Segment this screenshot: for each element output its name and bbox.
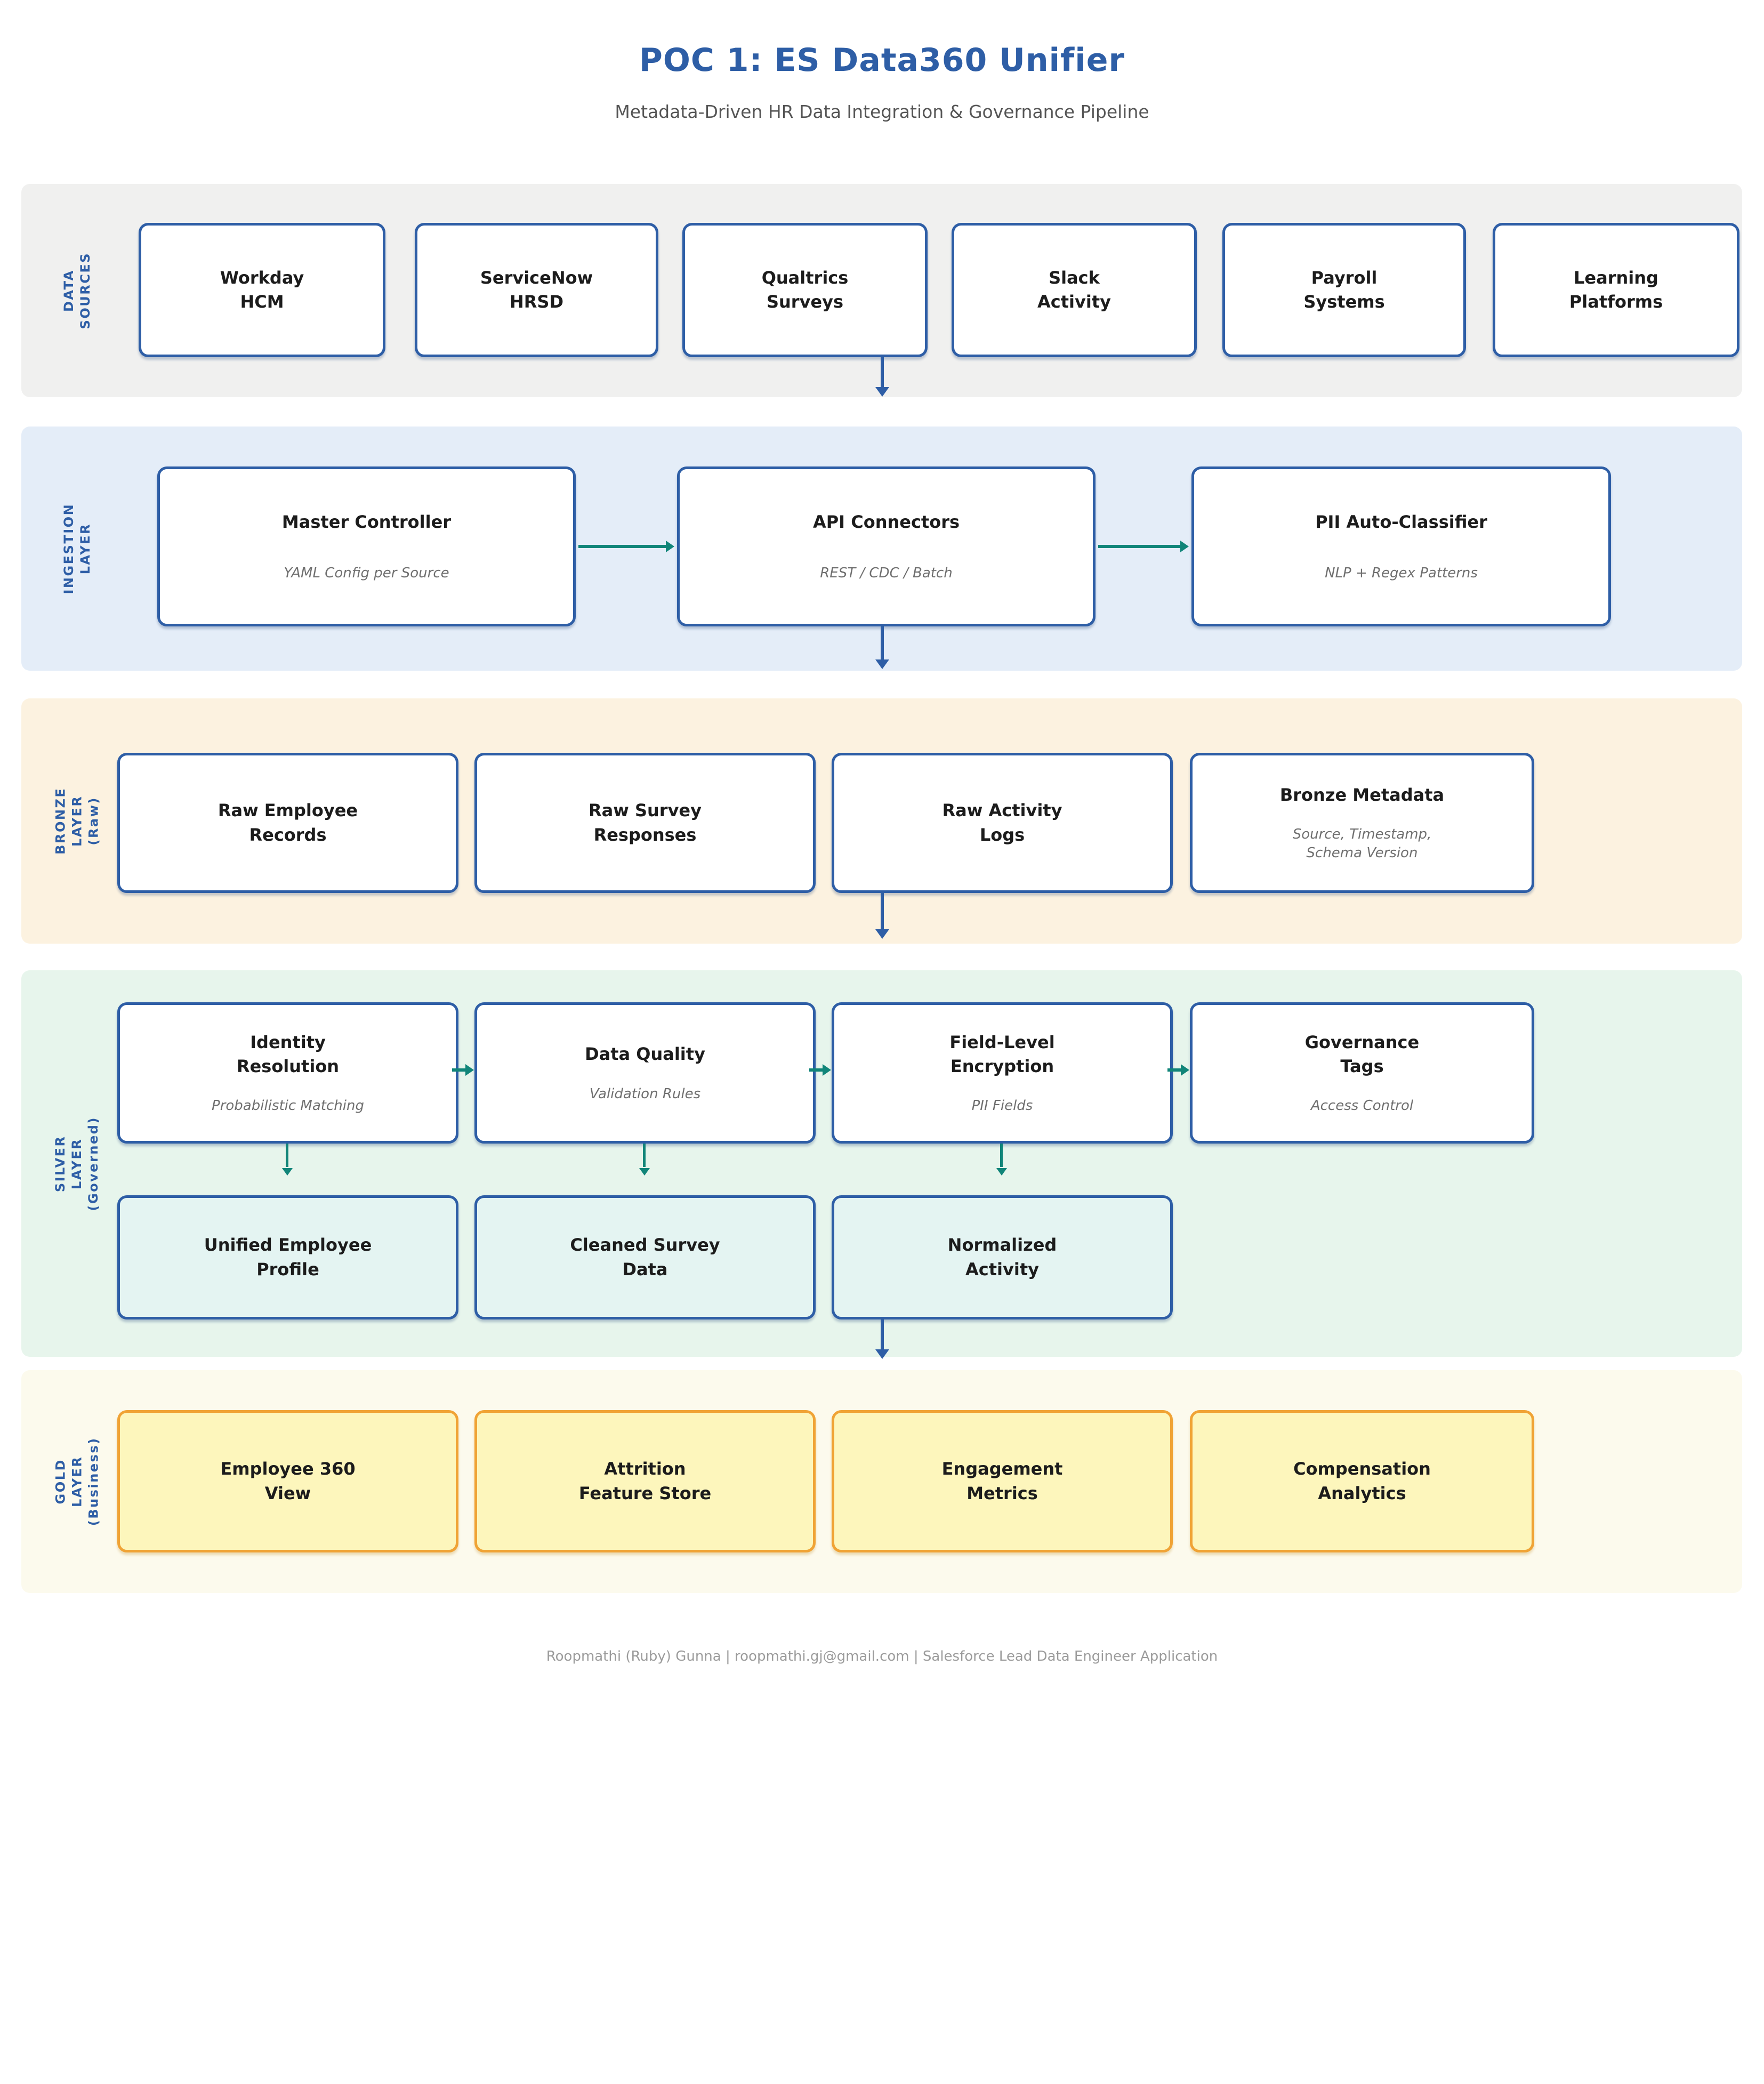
arrow-ingestion-to-bronze (881, 626, 884, 661)
page-title: POC 1: ES Data360 Unifier (639, 42, 1125, 79)
node-unified-employee-profile: Unified Employee Profile (117, 1195, 458, 1319)
band-label-bronze: BRONZE LAYER (Raw) (53, 787, 101, 855)
node-master-controller: Master Controller YAML Config per Source (157, 466, 576, 626)
arrow-quality-to-encryption (809, 1068, 823, 1072)
footer-credit: Roopmathi (Ruby) Gunna | roopmathi.gj@gm… (546, 1648, 1218, 1664)
band-label-silver: SILVER LAYER (Governed) (53, 1116, 101, 1211)
node-engagement-metrics: Engagement Metrics (832, 1410, 1173, 1552)
node-raw-activity-logs: Raw Activity Logs (832, 753, 1173, 893)
node-governance-tags: Governance Tags Access Control (1190, 1002, 1534, 1144)
arrow-encryption-to-normalized (1000, 1144, 1003, 1167)
node-api-connectors: API Connectors REST / CDC / Batch (677, 466, 1096, 626)
arrow-master-to-api (578, 545, 666, 548)
arrow-silver-to-gold (881, 1319, 884, 1350)
arrow-api-to-pii (1098, 545, 1181, 548)
node-raw-survey-responses: Raw Survey Responses (474, 753, 816, 893)
node-compensation-analytics: Compensation Analytics (1190, 1410, 1534, 1552)
node-field-level-encryption: Field-Level Encryption PII Fields (832, 1002, 1173, 1144)
node-bronze-metadata: Bronze Metadata Source, Timestamp, Schem… (1190, 753, 1534, 893)
node-identity-resolution: Identity Resolution Probabilistic Matchi… (117, 1002, 458, 1144)
arrow-bronze-to-silver (881, 893, 884, 930)
node-employee-360-view: Employee 360 View (117, 1410, 458, 1552)
node-qualtrics-surveys: Qualtrics Surveys (682, 223, 928, 357)
node-attrition-feature-store: Attrition Feature Store (474, 1410, 816, 1552)
node-normalized-activity: Normalized Activity (832, 1195, 1173, 1319)
node-slack-activity: Slack Activity (952, 223, 1197, 357)
node-payroll-systems: Payroll Systems (1222, 223, 1466, 357)
band-label-gold: GOLD LAYER (Business) (53, 1437, 101, 1526)
node-servicenow-hrsd: ServiceNow HRSD (415, 223, 658, 357)
arrow-sources-to-ingestion (881, 357, 884, 388)
node-cleaned-survey-data: Cleaned Survey Data (474, 1195, 816, 1319)
arrow-identity-to-profile (286, 1144, 288, 1167)
arrow-identity-to-quality (452, 1068, 466, 1072)
page-subtitle: Metadata-Driven HR Data Integration & Go… (615, 101, 1149, 122)
arrow-quality-to-cleaned (643, 1144, 646, 1167)
band-label-data-sources: DATA SOURCES (61, 252, 93, 329)
node-workday-hcm: Workday HCM (139, 223, 385, 357)
node-data-quality: Data Quality Validation Rules (474, 1002, 816, 1144)
band-label-ingestion: INGESTION LAYER (61, 503, 93, 594)
arrow-encryption-to-governance (1167, 1068, 1181, 1072)
node-learning-platforms: Learning Platforms (1493, 223, 1739, 357)
node-raw-employee-records: Raw Employee Records (117, 753, 458, 893)
node-pii-auto-classifier: PII Auto-Classifier NLP + Regex Patterns (1191, 466, 1611, 626)
